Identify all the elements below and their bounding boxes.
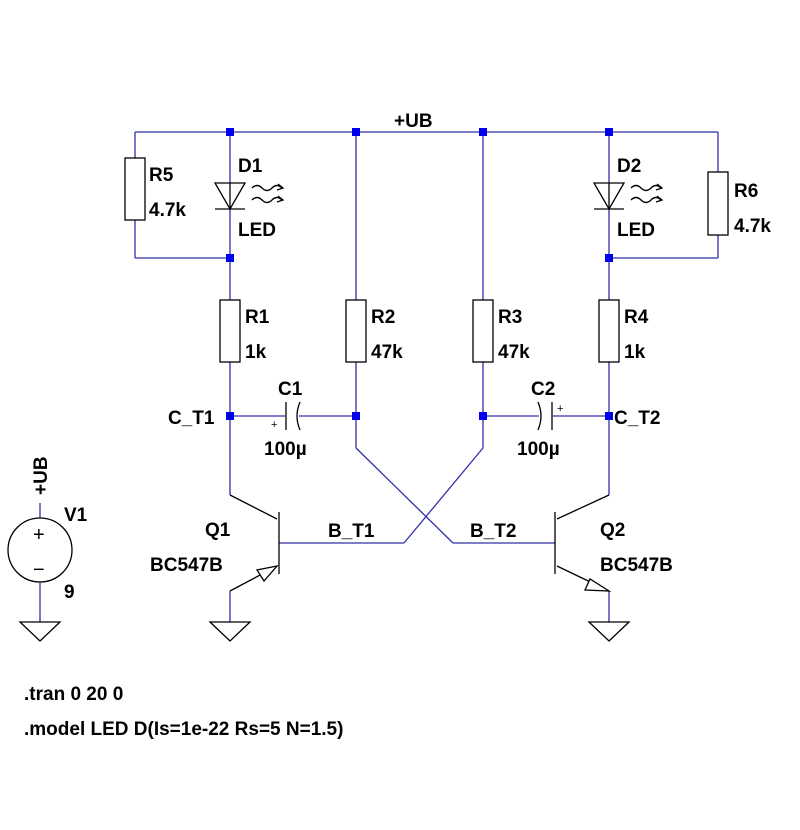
- q2-ref: Q2: [600, 520, 625, 541]
- q1-ref: Q1: [205, 520, 231, 541]
- resistor-r6-body[interactable]: [707, 171, 729, 236]
- r3-value: 47k: [498, 342, 530, 363]
- net-label-c-t2: C_T2: [614, 408, 660, 429]
- r4-ref: R4: [624, 307, 649, 328]
- junction-dot: [226, 254, 234, 262]
- led-d1-symbol[interactable]: [213, 182, 285, 211]
- r5-value: 4.7k: [149, 200, 186, 221]
- d2-value: LED: [617, 220, 655, 241]
- junction-dot: [226, 128, 234, 136]
- net-label-supply: +UB: [394, 111, 433, 132]
- wire-r2-to-base-t2: [355, 447, 454, 544]
- ground-symbol-v1: [18, 621, 62, 642]
- transistor-q1-symbol[interactable]: [229, 494, 280, 592]
- q2-value: BC547B: [600, 555, 673, 576]
- r3-ref: R3: [498, 307, 522, 328]
- c1-plus-sign: +: [271, 419, 277, 431]
- q1-value: BC547B: [150, 555, 223, 576]
- voltage-source-v1-symbol[interactable]: + −: [7, 517, 73, 583]
- spice-directive-model[interactable]: .model LED D(Is=1e-22 Rs=5 N=1.5): [24, 719, 343, 740]
- net-label-b-t2: B_T2: [470, 521, 516, 542]
- v1-minus-sign: −: [33, 559, 45, 581]
- capacitor-c2-symbol[interactable]: +: [537, 401, 563, 431]
- r2-ref: R2: [371, 307, 395, 328]
- r6-ref: R6: [734, 181, 758, 202]
- c2-ref: C2: [531, 379, 555, 400]
- r4-value: 1k: [624, 342, 646, 363]
- d2-ref: D2: [617, 156, 641, 177]
- junction-dot: [605, 254, 613, 262]
- wire-r3-to-base-t1: [403, 447, 484, 544]
- v1-net-label: +UB: [31, 456, 52, 495]
- r1-ref: R1: [245, 307, 270, 328]
- resistor-r4-body[interactable]: [598, 299, 620, 363]
- junction-dot: [605, 128, 613, 136]
- junction-dot: [479, 412, 487, 420]
- d1-value: LED: [238, 220, 276, 241]
- spice-directive-tran[interactable]: .tran 0 20 0: [24, 684, 123, 705]
- transistor-q2-symbol[interactable]: [554, 494, 612, 592]
- r5-ref: R5: [149, 165, 174, 186]
- resistor-r1-body[interactable]: [219, 299, 241, 363]
- junction-dot: [352, 412, 360, 420]
- junctions: [226, 128, 613, 420]
- c1-value: 100µ: [264, 439, 307, 460]
- v1-plus-sign: +: [33, 524, 45, 546]
- c2-value: 100µ: [517, 439, 560, 460]
- v1-ref: V1: [64, 505, 88, 526]
- junction-dot: [479, 128, 487, 136]
- light-emission-icon: [251, 183, 285, 204]
- ground-symbol-q1: [208, 621, 252, 642]
- net-label-b-t1: B_T1: [328, 521, 375, 542]
- light-emission-icon: [630, 183, 664, 204]
- resistor-r2-body[interactable]: [345, 299, 367, 363]
- r6-value: 4.7k: [734, 216, 771, 237]
- resistor-r5-body[interactable]: [124, 157, 146, 221]
- capacitor-c1-symbol[interactable]: +: [271, 401, 301, 431]
- led-d2-symbol[interactable]: [592, 182, 664, 211]
- net-label-c-t1: C_T1: [168, 408, 215, 429]
- c1-ref: C1: [278, 379, 303, 400]
- junction-dot: [352, 128, 360, 136]
- junction-dot: [605, 412, 613, 420]
- r2-value: 47k: [371, 342, 403, 363]
- junction-dot: [226, 412, 234, 420]
- d1-ref: D1: [238, 156, 263, 177]
- c2-plus-sign: +: [557, 403, 563, 415]
- v1-value: 9: [64, 582, 75, 603]
- labels: +UB R5 4.7k D1 LED D2 LED R6 4.7k R1 1k …: [24, 111, 771, 740]
- resistor-r3-body[interactable]: [472, 299, 494, 363]
- ground-symbol-q2: [587, 621, 631, 642]
- r1-value: 1k: [245, 342, 267, 363]
